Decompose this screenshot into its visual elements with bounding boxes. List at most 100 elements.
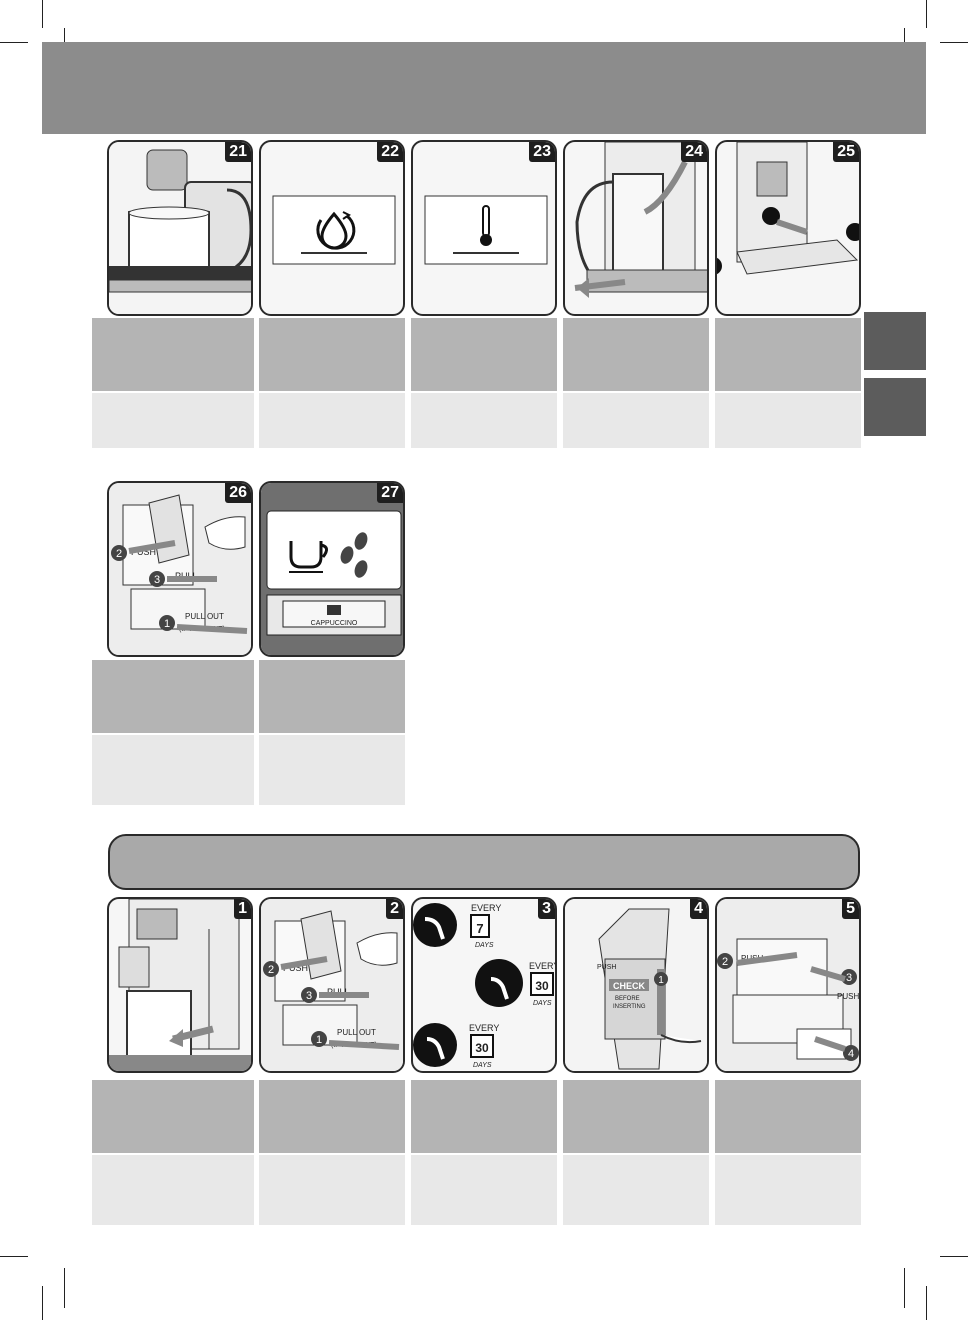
text-box-header [715,318,861,391]
pull-out-label: PULL OUT [337,1028,376,1037]
interval-30-label: 30 [475,1041,489,1055]
push-label: PUSH [131,547,156,557]
crop-mark [0,1256,28,1257]
push-label: PUSH [837,992,859,1001]
crop-mark [926,1286,927,1320]
step-number: 1 [234,899,251,919]
step-panel-25: 25 [715,140,861,316]
pull-out-label: PULL OUT [185,612,224,621]
brew-group-check-illustration: PUSH CHECK BEFORE INSERTING 1 [565,899,707,1071]
text-box-header [563,1080,709,1153]
language-tab[interactable] [864,378,926,436]
step-number: 26 [225,483,251,503]
every-label: EVERY [471,903,501,913]
step-panel-1: 1 [107,897,253,1073]
before-label: BEFORE [615,996,640,1002]
step-panel-2: 2 PUSH 3 PULL 1 PULL OUT (IF PRESENT) 2 [259,897,405,1073]
step-number: 23 [529,142,555,162]
crop-mark [926,0,927,28]
display-screen-illustration [272,195,396,265]
crop-mark [904,1268,905,1308]
step-number: 27 [377,483,403,503]
push-label: PUSH [283,963,308,973]
cappuccino-display-illustration: CAPPUCCINO [261,483,403,655]
step-number: 4 [690,899,707,919]
text-box-body [715,1155,861,1225]
text-box-header [92,318,254,391]
step-panel-5: 2 PUSH 3 PUSH 4 5 [715,897,861,1073]
text-box-header [259,318,405,391]
step-number-label: 2 [722,956,728,968]
step-number: 24 [681,142,707,162]
text-box-body [715,393,861,448]
step-panel-22: 22 [259,140,405,316]
days-label: DAYS [473,1062,492,1069]
text-box-body [563,393,709,448]
text-box-header [411,318,557,391]
step-panel-24: 24 [563,140,709,316]
cappuccino-label: CAPPUCCINO [311,620,358,627]
text-box-header [92,660,254,733]
every-label: EVERY [469,1023,499,1033]
step-panel-26: 2 PUSH 3 PULL 1 PULL OUT (IF PRESENT) 26 [107,481,253,657]
step-number-label: 1 [316,1034,322,1046]
text-box-body [411,1155,557,1225]
display-screen-illustration [424,195,548,265]
crop-mark [64,1268,65,1308]
inserting-label: INSERTING [613,1004,646,1010]
calendar-icon [470,914,490,938]
text-box-header [715,1080,861,1153]
text-box-body [563,1155,709,1225]
section-heading-bar [108,834,860,890]
check-label: CHECK [613,981,646,991]
coffee-bean-icon [354,560,368,578]
step-panel-23: 23 [411,140,557,316]
step-number-label: 2 [268,964,274,976]
step-panel-4: PUSH CHECK BEFORE INSERTING 1 4 [563,897,709,1073]
step-number: 22 [377,142,403,162]
drip-tray-illustration [717,142,859,275]
step-number: 2 [386,899,403,919]
every-label: EVERY [529,961,557,971]
step-panel-21: 21 [107,140,253,316]
maintenance-schedule-illustration: EVERY 7 DAYS EVERY 30 DAYS EVERY 30 DAYS [413,903,557,1069]
clean-icon [413,1023,457,1067]
coffee-bean-icon [354,532,368,550]
step-number-label: 3 [306,990,312,1002]
step-number: 5 [842,899,859,919]
milk-carafe-illustration [109,142,251,314]
crop-mark [42,1286,43,1320]
text-box-body [259,735,405,805]
crop-mark [42,0,43,28]
step-panel-3: EVERY 7 DAYS EVERY 30 DAYS EVERY 30 DAYS… [411,897,557,1073]
step-number-label: 2 [116,548,122,560]
days-label: DAYS [475,942,494,949]
text-box-header [411,1080,557,1153]
crop-mark [940,42,968,43]
step-number-label: 1 [164,618,170,630]
cup-icon [289,541,323,569]
step-number-label: 1 [658,975,664,986]
step-number: 21 [225,142,251,162]
refresh-icon [316,214,356,250]
text-box-header [92,1080,254,1153]
calendar-icon [530,972,554,996]
machine-side-open-illustration [109,899,251,1071]
text-box-header [563,318,709,391]
days-label: DAYS [533,1000,552,1007]
language-tab-active[interactable] [864,312,926,370]
brew-group-removal-illustration: 2 PUSH 3 PULL 1 PULL OUT (IF PRESENT) [261,899,403,1071]
brew-group-removal-illustration: 2 PUSH 3 PULL 1 PULL OUT (IF PRESENT) [109,483,251,655]
text-box-header [259,1080,405,1153]
step-number-label: 3 [154,574,160,586]
push-label: PUSH [597,964,616,971]
text-box-body [259,393,405,448]
interval-7-label: 7 [476,921,483,936]
crop-mark [940,1256,968,1257]
crop-mark [0,42,28,43]
calendar-icon [470,1034,494,1058]
text-box-body [259,1155,405,1225]
text-box-body [92,1155,254,1225]
step-number-label: 3 [846,972,852,984]
reinsert-brew-group-illustration: 2 PUSH 3 PUSH 4 [717,899,859,1071]
